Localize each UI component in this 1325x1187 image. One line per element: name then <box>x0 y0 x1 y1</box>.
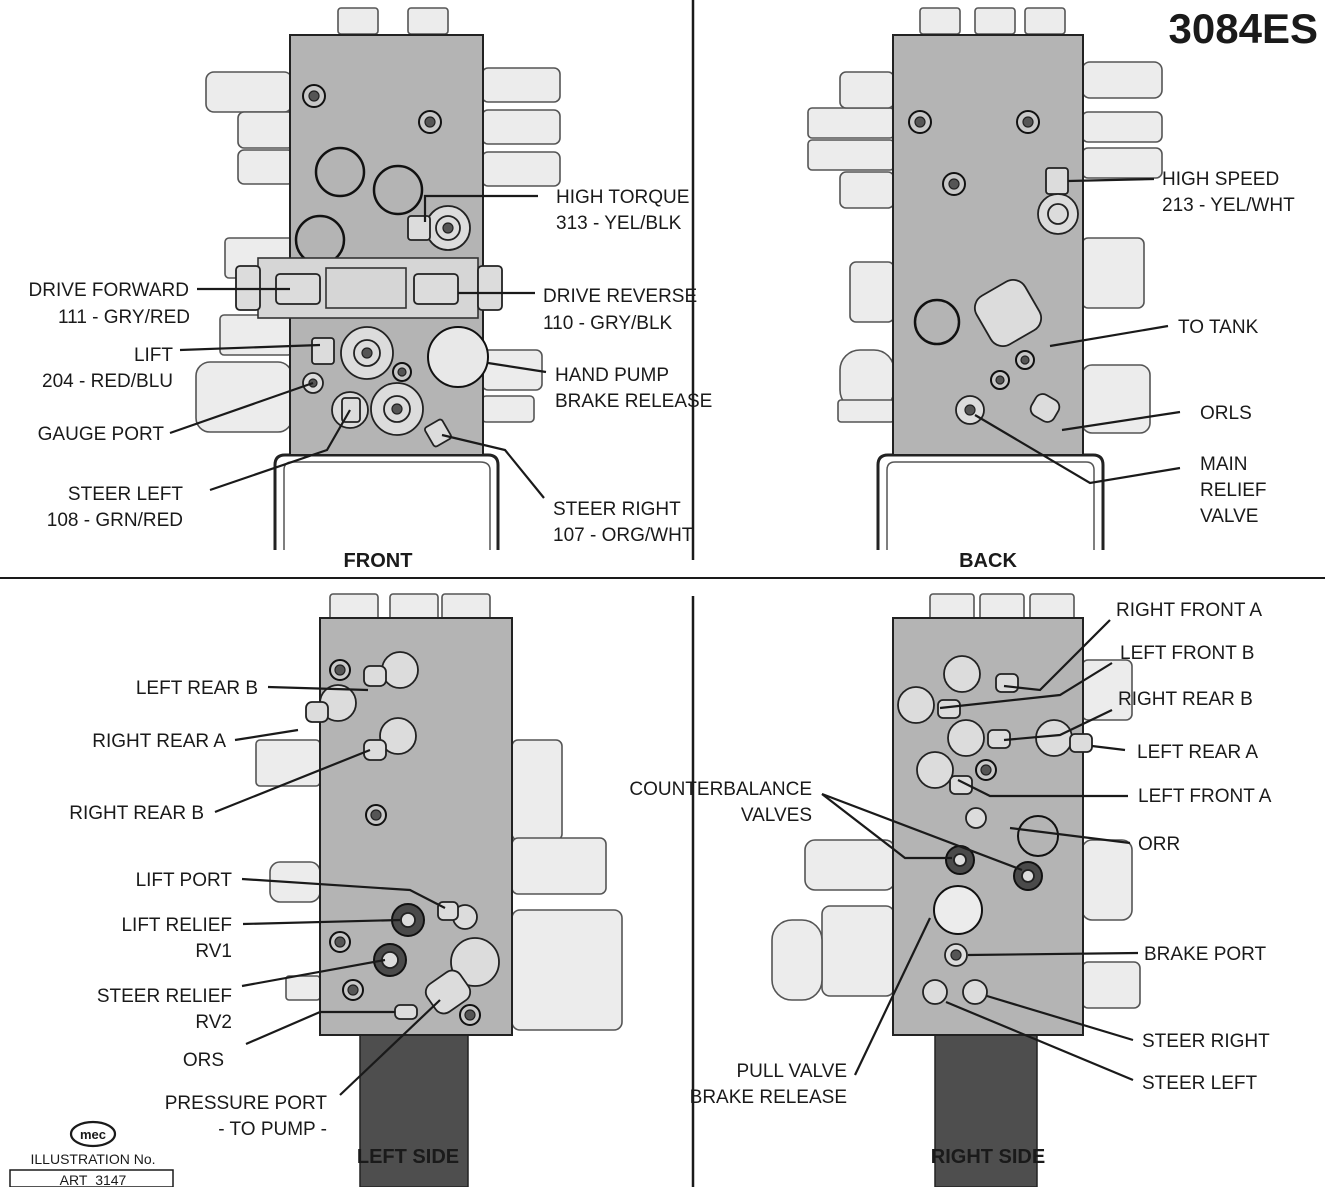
view-title-back: BACK <box>959 550 1017 572</box>
label-steer-right-wire: 107 - ORG/WHT <box>553 525 694 546</box>
label-lift-wire: 204 - RED/BLU <box>42 371 173 392</box>
label-steer-relief: STEER RELIEF <box>97 986 232 1007</box>
label-pressure-port: PRESSURE PORT <box>165 1093 328 1114</box>
leader-lines <box>169 177 1181 1096</box>
mec-logo <box>69 1120 117 1148</box>
label-right-rear-a: RIGHT REAR A <box>92 731 226 752</box>
label-counterbalance: COUNTERBALANCE <box>629 779 812 800</box>
label-steer-right: STEER RIGHT <box>553 499 681 520</box>
label-left-front-b: LEFT FRONT B <box>1120 643 1254 664</box>
label-high-speed: HIGH SPEED <box>1162 169 1279 190</box>
label-right-rear-b-right: RIGHT REAR B <box>1118 689 1253 710</box>
label-pull-valve-brake-release: BRAKE RELEASE <box>690 1087 847 1108</box>
label-drive-forward: DRIVE FORWARD <box>29 280 189 301</box>
view-title-front: FRONT <box>344 550 413 572</box>
label-drive-forward-wire: 111 - GRY/RED <box>58 307 190 328</box>
label-left-front-a: LEFT FRONT A <box>1138 786 1272 807</box>
label-orr: ORR <box>1138 834 1180 855</box>
label-lift-port: LIFT PORT <box>136 870 233 891</box>
label-steer-left: STEER LEFT <box>68 484 183 505</box>
label-lift-relief-rv1: RV1 <box>195 941 232 962</box>
label-high-speed-wire: 213 - YEL/WHT <box>1162 195 1295 216</box>
label-pressure-port-to-pump: - TO PUMP - <box>218 1119 327 1140</box>
model-number: 3084ES <box>1169 5 1318 52</box>
label-gauge-port: GAUGE PORT <box>38 424 165 445</box>
label-steer-left-wire: 108 - GRN/RED <box>47 510 183 531</box>
label-steer-left-port: STEER LEFT <box>1142 1073 1257 1094</box>
back-view <box>807 7 1163 550</box>
label-hand-pump: HAND PUMP <box>555 365 669 386</box>
illustration-label: ILLUSTRATION No. <box>31 1151 156 1167</box>
label-right-front-a: RIGHT FRONT A <box>1116 600 1262 621</box>
label-main-relief-2: RELIEF <box>1200 480 1267 501</box>
label-steer-relief-rv2: RV2 <box>195 1012 232 1033</box>
label-to-tank: TO TANK <box>1178 317 1259 338</box>
label-pull-valve: PULL VALVE <box>736 1061 847 1082</box>
label-left-rear-b: LEFT REAR B <box>136 678 258 699</box>
label-brake-port: BRAKE PORT <box>1144 944 1267 965</box>
label-counterbalance-valves: VALVES <box>741 805 812 826</box>
illustration-number-block: mec ILLUSTRATION No. ART_3147 <box>9 1120 174 1187</box>
right-side-view <box>771 593 1141 1187</box>
label-high-torque-wire: 313 - YEL/BLK <box>556 213 682 234</box>
mec-logo-text: mec <box>80 1127 106 1142</box>
label-main-relief-1: MAIN <box>1200 454 1248 475</box>
view-title-left-side: LEFT SIDE <box>357 1146 459 1168</box>
left-side-view <box>255 593 623 1187</box>
label-lift-relief: LIFT RELIEF <box>121 915 232 936</box>
label-steer-right-port: STEER RIGHT <box>1142 1031 1270 1052</box>
label-high-torque: HIGH TORQUE <box>556 187 689 208</box>
label-lift: LIFT <box>134 345 173 366</box>
label-left-rear-a: LEFT REAR A <box>1137 742 1258 763</box>
illustration-number-box <box>9 1169 174 1187</box>
label-ors: ORS <box>183 1050 224 1071</box>
label-main-relief-3: VALVE <box>1200 506 1258 527</box>
illustration-number: ART_3147 <box>60 1172 127 1187</box>
label-drive-reverse: DRIVE REVERSE <box>543 286 697 307</box>
view-title-right-side: RIGHT SIDE <box>931 1146 1045 1168</box>
label-right-rear-b: RIGHT REAR B <box>69 803 204 824</box>
label-drive-reverse-wire: 110 - GRY/BLK <box>543 313 673 334</box>
label-orls: ORLS <box>1200 403 1252 424</box>
front-view <box>195 7 561 550</box>
label-hand-pump-brake-release: BRAKE RELEASE <box>555 391 712 412</box>
